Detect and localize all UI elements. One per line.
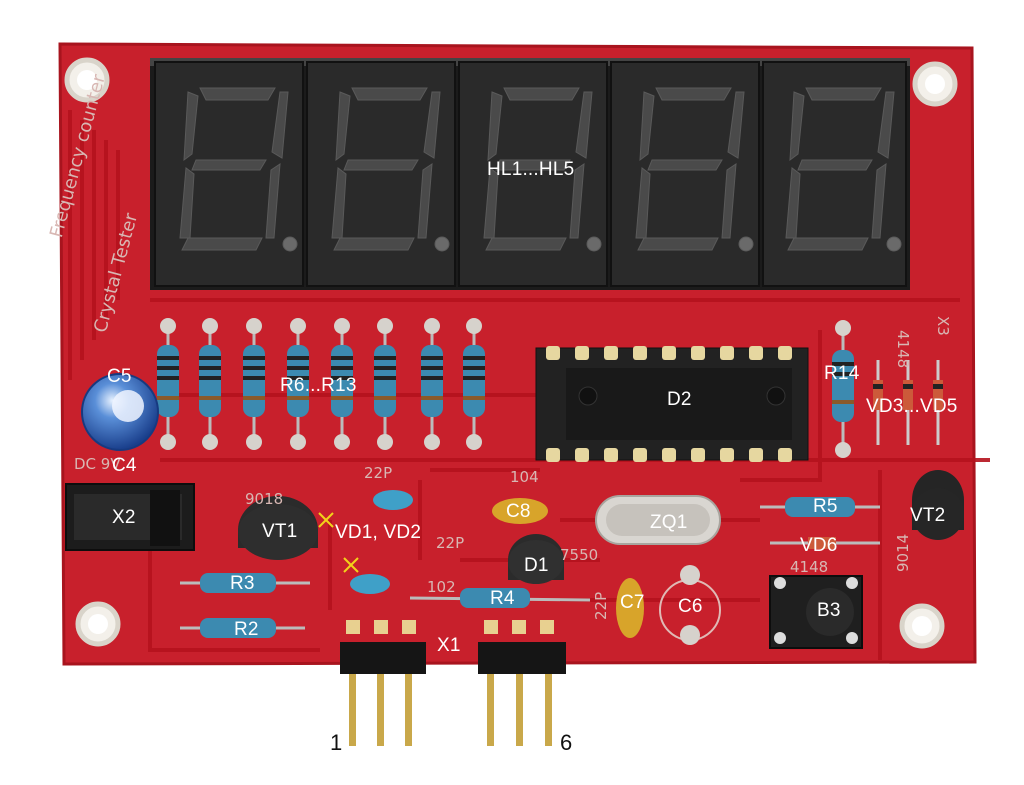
silk-22p-c: 22P <box>592 591 610 620</box>
pin-label-6: 6 <box>560 730 573 755</box>
diodes-vd3-vd5 <box>873 360 943 445</box>
silk-x3: X3 <box>934 316 952 336</box>
label-vd1-vd2: VD1, VD2 <box>335 522 422 543</box>
label-b3: B3 <box>817 600 841 621</box>
ic-d2 <box>535 346 809 462</box>
label-zq1: ZQ1 <box>650 512 688 533</box>
pin-label-1: 1 <box>330 730 343 755</box>
label-r4: R4 <box>490 588 515 609</box>
silk-102: 102 <box>427 578 456 596</box>
ceramic-capacitors <box>350 490 644 638</box>
button-b3 <box>769 575 863 649</box>
silk-9018: 9018 <box>245 490 284 508</box>
transistor-vt1 <box>238 496 318 560</box>
label-c4: C4 <box>112 455 137 476</box>
label-c5: C5 <box>107 366 132 387</box>
capacitor-c5 <box>81 373 159 451</box>
label-x1: X1 <box>437 635 461 656</box>
resistors-r2-r5 <box>180 497 880 638</box>
silk-22p-a: 22P <box>364 464 393 482</box>
label-vt2: VT2 <box>910 505 946 526</box>
label-r5: R5 <box>813 496 838 517</box>
silk-9014: 9014 <box>894 533 912 572</box>
crystal-zq1 <box>595 495 721 545</box>
mounting-holes <box>64 57 958 649</box>
label-vd3-vd5: VD3...VD5 <box>866 396 958 417</box>
label-d2: D2 <box>667 389 692 410</box>
silk-4148-a: 4148 <box>894 330 912 369</box>
label-vt1: VT1 <box>262 521 298 542</box>
transistor-vt2 <box>912 470 964 540</box>
dc-jack-x2 <box>65 483 195 551</box>
silk-7550: 7550 <box>560 546 599 564</box>
silk-4148-b: 4148 <box>790 558 829 576</box>
trimmer-c6 <box>659 565 721 645</box>
label-x2: X2 <box>112 507 136 528</box>
label-r2: R2 <box>234 619 259 640</box>
resistor-r14 <box>832 320 854 458</box>
label-c7: C7 <box>620 592 645 613</box>
label-c8: C8 <box>506 501 531 522</box>
silk-22p-b: 22P <box>436 534 465 552</box>
label-r6-r13: R6...R13 <box>280 375 357 396</box>
label-r3: R3 <box>230 573 255 594</box>
resistors-r6-r13 <box>157 318 485 450</box>
label-r14: R14 <box>824 363 860 384</box>
label-d1: D1 <box>524 555 549 576</box>
label-vd6: VD6 <box>800 535 838 556</box>
transistor-d1 <box>508 534 564 584</box>
label-hl1-hl5: HL1...HL5 <box>487 159 575 180</box>
silk-104: 104 <box>510 468 539 486</box>
silk-dc: DC 9V <box>74 455 121 473</box>
marker-crosses <box>318 512 359 573</box>
label-c6: C6 <box>678 596 703 617</box>
pin-header-x1 <box>340 620 566 746</box>
diode-vd6 <box>770 537 880 549</box>
seven-segment-displays <box>150 58 910 290</box>
